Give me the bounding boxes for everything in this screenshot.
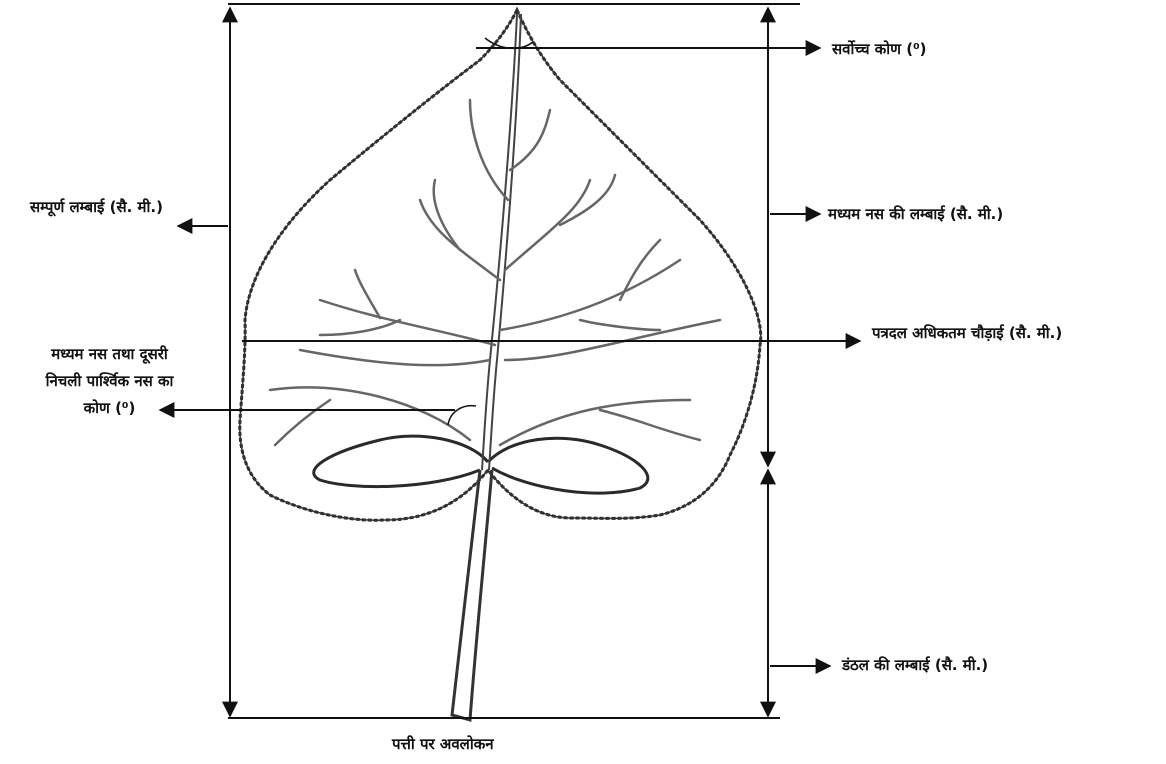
vein-angle-label: मध्यम नस तथा दूसरी निचली पार्श्विक नस का… — [2, 341, 217, 422]
vein-angle-label-line-2: निचली पार्श्विक नस का — [2, 368, 217, 395]
vein-angle-label-line-1: मध्यम नस तथा दूसरी — [2, 341, 217, 368]
vein-angle-arc — [448, 406, 476, 425]
diagram-caption: पत्ती पर अवलोकन — [392, 733, 494, 755]
petiole-length-label: डंठल की लम्बाई (सै. मी.) — [842, 654, 988, 676]
apex-angle-label: सर्वोच्च कोण (⁰) — [832, 38, 927, 60]
lower-lobe-left — [314, 436, 488, 486]
max-width-label: पत्रदल अधिकतम चौड़ाई (सै. मी.) — [872, 322, 1062, 344]
petiole — [452, 470, 492, 720]
midrib-length-label: मध्यम नस की लम्बाई (सै. मी.) — [828, 203, 1003, 225]
lower-lobe-right — [488, 438, 648, 493]
vein-angle-label-line-3: कोण (⁰) — [2, 395, 217, 422]
midrib — [482, 14, 521, 470]
total-length-label: सम्पूर्ण लम्बाई (सै. मी.) — [30, 196, 163, 218]
